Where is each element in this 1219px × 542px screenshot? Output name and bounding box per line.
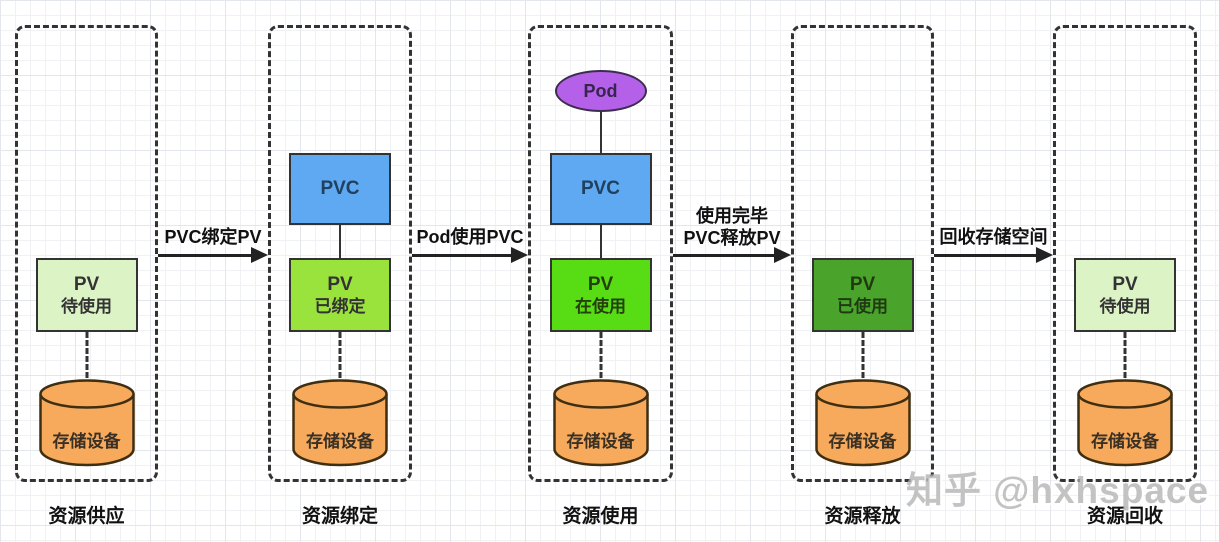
pv-status: 已绑定 (314, 297, 366, 317)
arrow-label: 回收存储空间 (939, 227, 1048, 247)
pv-title: PV (327, 273, 353, 295)
node-pv-released: PV 已使用 (811, 258, 914, 332)
pv-status: 已使用 (837, 297, 888, 317)
arrow-head-icon (1036, 247, 1053, 263)
pod-label: Pod (583, 80, 618, 101)
storage-label: 存储设备 (566, 432, 635, 451)
connector-pod-pvc (599, 112, 602, 153)
stage-label-using: 资源使用 (562, 506, 639, 527)
storage-label: 存储设备 (306, 432, 374, 451)
arrow-line (673, 254, 778, 257)
stage-box-provision: PV 待使用 存储设备 (15, 25, 158, 482)
flow-arrow-release: 使用完毕 PVC释放PV (673, 0, 791, 300)
node-pv-bound: PV 已绑定 (289, 258, 391, 332)
arrow-line (412, 254, 515, 257)
node-storage-device: 存储设备 (814, 378, 912, 468)
arrow-head-icon (774, 247, 791, 263)
arrow-label: PVC绑定PV (164, 227, 262, 247)
node-storage-device: 存储设备 (291, 378, 389, 468)
stage-box-released: PV 已使用 存储设备 (791, 25, 934, 482)
stage-label-binding: 资源绑定 (301, 506, 378, 527)
arrow-head-icon (251, 247, 268, 263)
stage-label-released: 资源释放 (824, 506, 901, 527)
node-pvc: PVC (289, 153, 391, 225)
cylinder-shape (1077, 379, 1173, 467)
pv-title: PV (849, 273, 876, 295)
connector-pvc-pv (599, 225, 602, 258)
node-pod: Pod (554, 70, 647, 112)
pv-title: PV (73, 273, 100, 295)
arrow-label-line1: 使用完毕 (696, 206, 768, 226)
stage-label-provision: 资源供应 (48, 506, 125, 527)
storage-label: 存储设备 (1091, 432, 1159, 451)
node-pv-inuse: PV 在使用 (549, 258, 652, 332)
pv-title: PV (1112, 273, 1138, 295)
cylinder-shape (814, 379, 911, 467)
flow-arrow-use: Pod使用PVC (412, 0, 528, 300)
arrow-line (158, 254, 255, 257)
pv-title: PV (587, 273, 614, 295)
storage-label: 存储设备 (828, 432, 897, 451)
pv-status: 待使用 (1099, 297, 1151, 317)
node-storage-device: 存储设备 (38, 378, 136, 468)
storage-label: 存储设备 (52, 432, 121, 451)
pvc-label: PVC (320, 178, 360, 200)
connector-pv-storage (338, 332, 342, 378)
arrow-head-icon (511, 247, 528, 263)
connector-pv-storage (1123, 332, 1127, 378)
connector-pv-storage (85, 332, 88, 378)
connector-pvc-pv (339, 225, 341, 258)
node-storage-device: 存储设备 (1076, 378, 1174, 468)
arrow-label-line2: PVC释放PV (683, 228, 781, 248)
cylinder-shape (552, 379, 649, 467)
pvc-label: PVC (580, 178, 621, 200)
cylinder-shape (292, 379, 388, 467)
node-storage-device: 存储设备 (552, 378, 650, 468)
flow-arrow-bind: PVC绑定PV (158, 0, 268, 300)
node-pv-pending: PV 待使用 (1074, 258, 1176, 332)
stage-label-reclaim: 资源回收 (1086, 506, 1163, 527)
flow-arrow-reclaim: 回收存储空间 (934, 0, 1053, 300)
stage-box-binding: PVC PV 已绑定 存储设备 (268, 25, 412, 482)
connector-pv-storage (599, 332, 602, 378)
cylinder-shape (38, 379, 135, 467)
connector-pv-storage (861, 332, 864, 378)
node-pv-pending: PV 待使用 (35, 258, 138, 332)
node-pvc: PVC (549, 153, 652, 225)
stage-box-using: Pod PVC PV 在使用 存储设备 (528, 25, 673, 482)
pv-status: 在使用 (575, 297, 626, 317)
watermark: 知乎 @hxhspace (906, 470, 1210, 511)
arrow-label: Pod使用PVC (416, 227, 524, 247)
pv-status: 待使用 (61, 297, 112, 317)
stage-box-reclaim: PV 待使用 存储设备 (1053, 25, 1197, 482)
arrow-line (934, 254, 1040, 257)
